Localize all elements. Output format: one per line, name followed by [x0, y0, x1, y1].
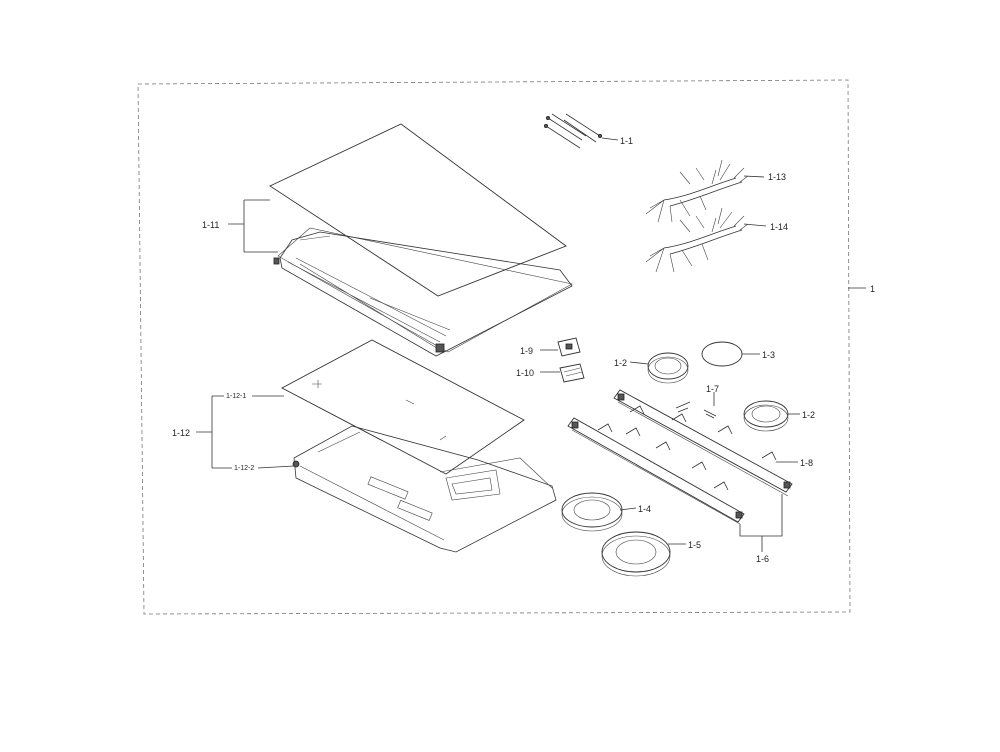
part-1-2-burner-left [647, 352, 689, 384]
label-1-12-1: 1-12-1 [226, 393, 246, 400]
label-1-6: 1-6 [756, 554, 769, 564]
label-1-3: 1-3 [762, 350, 775, 360]
label-1-2-right: 1-2 [802, 410, 815, 420]
label-1-7: 1-7 [706, 384, 719, 394]
label-1-10: 1-10 [516, 368, 534, 378]
label-1-11: 1-11 [202, 220, 219, 230]
label-1-4: 1-4 [638, 504, 651, 514]
part-1-5-burner [601, 531, 671, 577]
label-1-12: 1-12 [172, 428, 190, 438]
part-1-3-disc [701, 341, 743, 367]
label-1-1: 1-1 [620, 136, 633, 146]
part-1-9-bracket [557, 337, 581, 357]
part-1-8-clips [597, 405, 777, 491]
part-1-2-burner-right [743, 400, 789, 432]
label-1-13: 1-13 [768, 172, 786, 182]
part-1-10-bracket [559, 363, 585, 383]
part-1-12-cooktop-housing [281, 339, 557, 553]
label-1-5: 1-5 [688, 540, 701, 550]
part-1-6-rails [567, 389, 793, 525]
leader-lines [196, 137, 866, 552]
part-1-1-clips [544, 113, 603, 149]
part-1-7-clips [675, 401, 717, 419]
label-assembly-1: 1 [870, 284, 875, 294]
part-1-14-wire-harness [645, 207, 749, 273]
part-1-13-wire-harness [645, 159, 749, 223]
label-1-14: 1-14 [770, 222, 788, 232]
label-1-8: 1-8 [800, 458, 813, 468]
label-1-12-2: 1-12-2 [234, 465, 254, 472]
label-1-9: 1-9 [520, 346, 533, 356]
label-1-2-left: 1-2 [614, 358, 627, 368]
part-1-11-glass-top [269, 123, 573, 357]
part-1-4-burner [561, 492, 623, 532]
assembly-boundary [137, 79, 851, 615]
